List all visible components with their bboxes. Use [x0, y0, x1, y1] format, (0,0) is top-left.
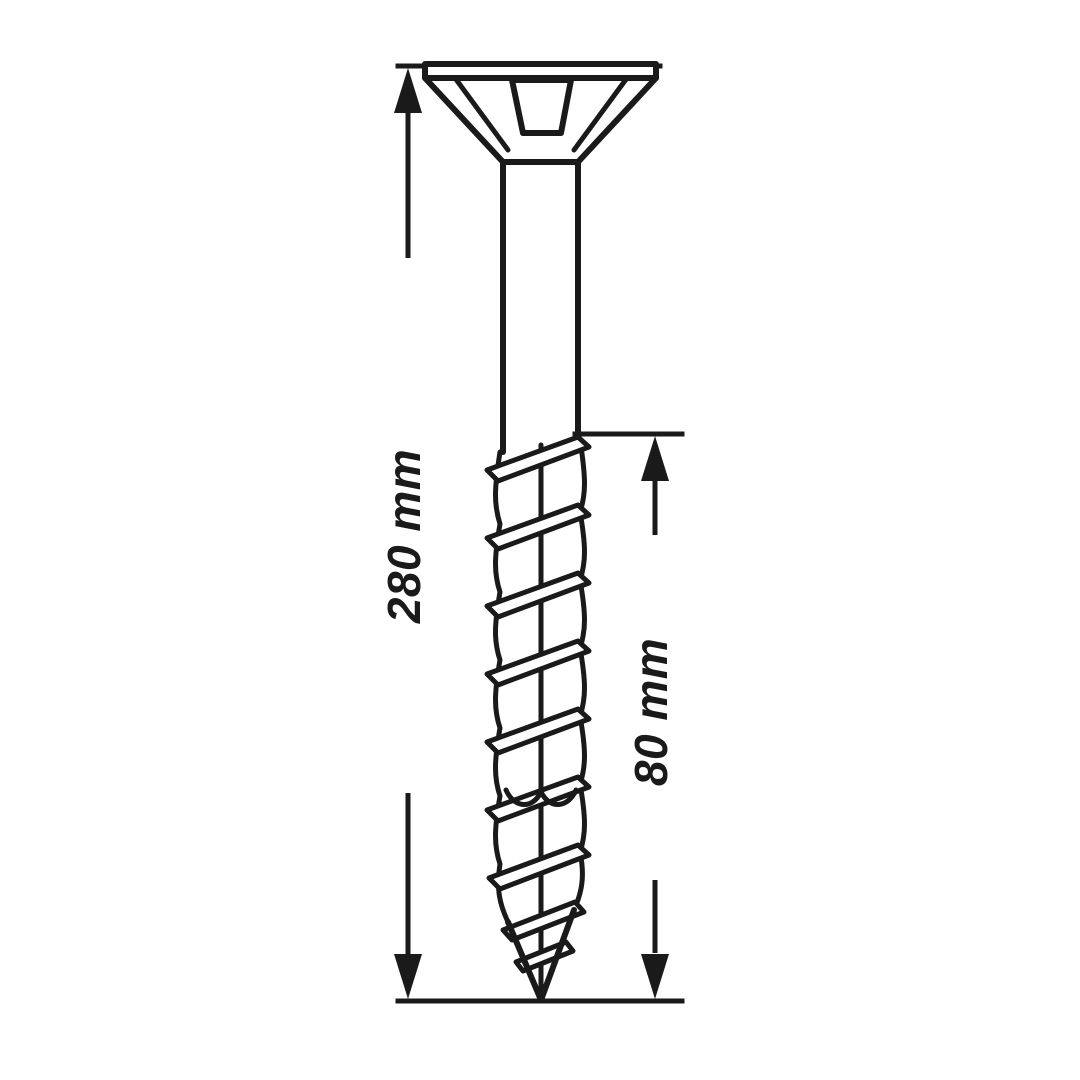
thread-flight [484, 638, 592, 688]
screw-head [422, 61, 659, 165]
head-rib-left [452, 75, 511, 153]
head-rib-right [571, 75, 630, 153]
thread-flight [484, 502, 592, 552]
thread-flight [486, 842, 592, 892]
dimension-arrow-top-280 [394, 68, 422, 258]
thread-flight [484, 570, 592, 620]
head-cone-left [422, 75, 506, 165]
dimension-label-overall-length: 280 mm [378, 449, 430, 624]
dimension-label-thread-length: 80 mm [625, 638, 677, 786]
thread-notch [503, 787, 544, 807]
head-drive-recess [509, 77, 574, 136]
head-top-plate [422, 61, 659, 81]
dimension-arrow-bottom-280 [394, 793, 422, 999]
thread-flight [484, 434, 592, 484]
tip-cone-left [505, 919, 544, 1003]
dimension-arrow-top-80 [641, 436, 669, 535]
dimension-arrow-bottom-80 [641, 880, 669, 999]
tip-cone-right [538, 907, 577, 1003]
dimension-thread-length: 80 mm [625, 436, 677, 999]
screw-thread [484, 434, 592, 998]
thread-flight [484, 706, 592, 756]
screw-body [422, 61, 659, 1003]
head-cone-right [575, 75, 659, 165]
dimension-overall-length: 280 mm [378, 68, 430, 999]
thread-notch [538, 787, 579, 807]
screw-shank [500, 159, 581, 455]
thread-flight [500, 899, 587, 943]
screw-tip [505, 907, 577, 1003]
